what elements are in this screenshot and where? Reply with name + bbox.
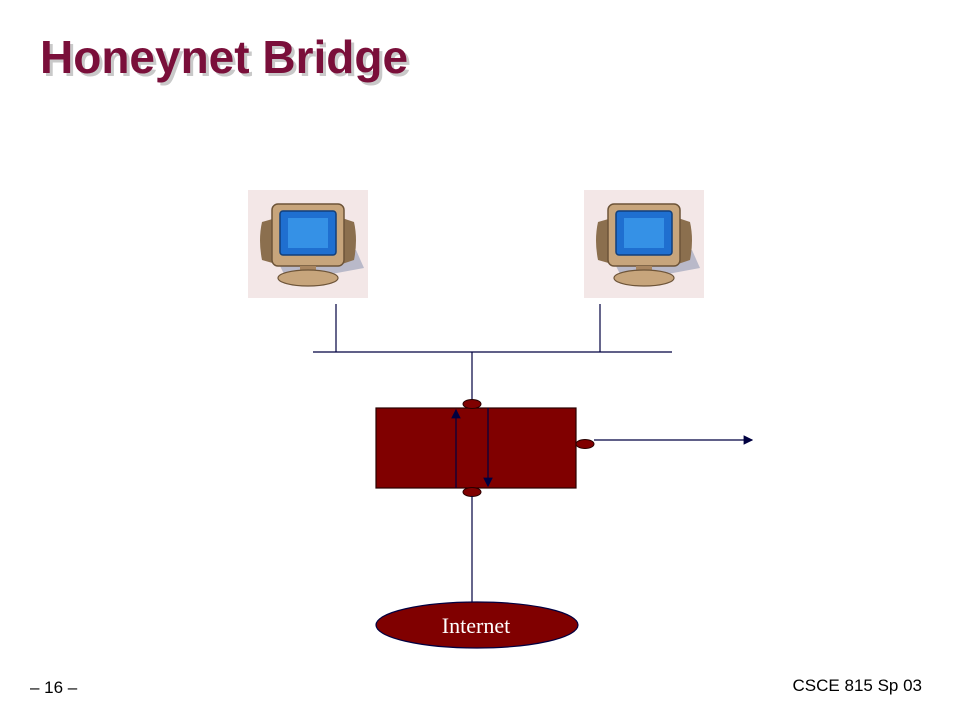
internet-label: Internet [442, 613, 510, 638]
bridge-right-interface [575, 439, 595, 449]
internet-node [375, 601, 579, 649]
bridge-bottom-interface [462, 487, 482, 497]
page-number: – 16 – [30, 678, 78, 697]
bridge-box [375, 407, 577, 489]
bridge-top-interface [462, 399, 482, 409]
slide-title: Honeynet Bridge [40, 31, 409, 83]
course-label: CSCE 815 Sp 03 [792, 676, 922, 695]
computer-left-icon [247, 189, 369, 299]
computer-right-icon [583, 189, 705, 299]
